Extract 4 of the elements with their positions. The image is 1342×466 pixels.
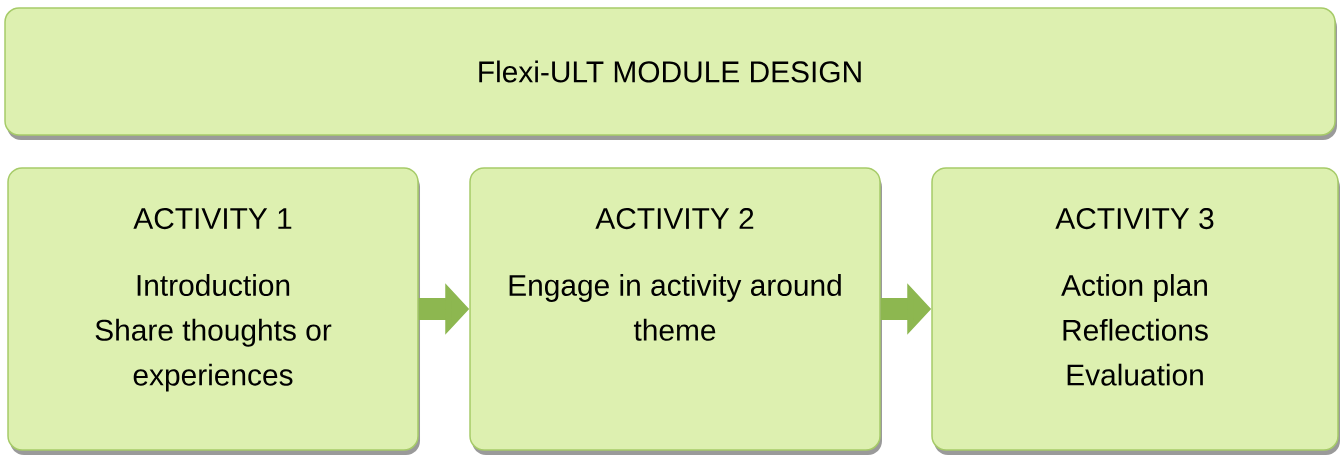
title-bar: Flexi-ULT MODULE DESIGN [4,7,1336,136]
activity-box: ACTIVITY 1 Introduction Share thoughts or experiences [7,167,419,451]
activity-box: ACTIVITY 2 Engage in activity around theme [469,167,881,451]
activity-box: ACTIVITY 3 Action plan Reflections Evaluation [931,167,1339,451]
